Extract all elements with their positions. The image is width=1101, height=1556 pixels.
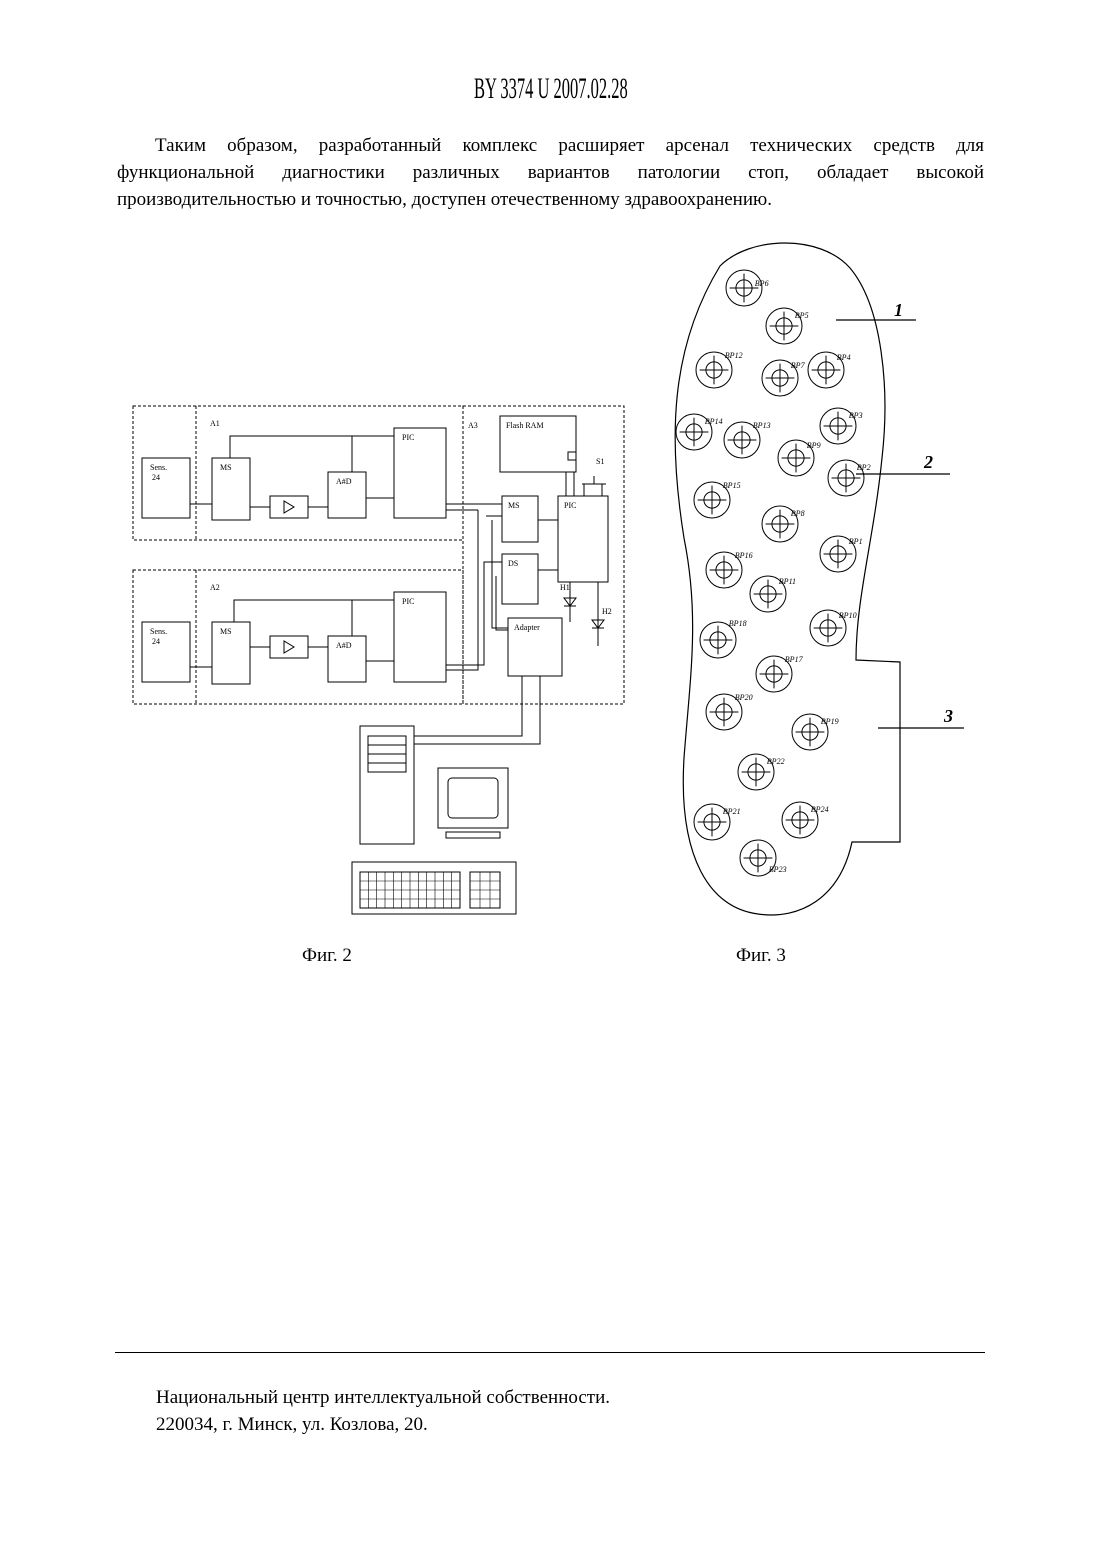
sensor-bp20: BP20 xyxy=(706,693,753,730)
sensor-bp12: BP12 xyxy=(696,351,743,388)
figure-3-insole: 1 2 3 BP6BP5BP12BP7 BP4BP14 BP13BP9 BP3BP2B… xyxy=(660,238,970,920)
sensor-label: BP23 xyxy=(769,865,787,874)
sensor-bp5: BP5 xyxy=(766,308,809,344)
sensor-bp3: BP3 xyxy=(820,408,863,444)
ms2-label: MS xyxy=(220,627,232,636)
sensor-bp22: BP22 xyxy=(738,754,785,790)
figure-2-caption: Фиг. 2 xyxy=(302,945,352,967)
sensor-label: BP24 xyxy=(811,805,829,814)
sensor-label: BP15 xyxy=(723,481,741,490)
sensor-label: BP6 xyxy=(755,279,769,288)
sensor-label: BP19 xyxy=(821,717,839,726)
footer-divider xyxy=(115,1352,985,1353)
sens1-label-2: 24 xyxy=(152,473,160,482)
sensor-bp11: BP11 xyxy=(750,576,796,612)
figure-2-block-diagram: A1 A2 A3 Sens. 24 Sens. 24 MS MS A#D A#D… xyxy=(130,400,630,925)
sensor-label: BP4 xyxy=(837,353,851,362)
sensor-label: BP14 xyxy=(705,417,723,426)
sensor-bp9: BP9 xyxy=(778,440,821,476)
sensor-label: BP22 xyxy=(767,757,785,766)
sensor-bp13: BP13 xyxy=(724,421,771,458)
ms3-label: MS xyxy=(508,501,520,510)
sensor-label: BP2 xyxy=(857,463,871,472)
sensor-bp6: BP6 xyxy=(726,270,769,306)
sensor-bp2: BP2 xyxy=(828,460,871,496)
a2-label: A2 xyxy=(210,583,220,592)
pic3-label: PIC xyxy=(564,501,576,510)
callout-3: 3 xyxy=(943,706,953,726)
sensor-label: BP20 xyxy=(735,693,753,702)
sensor-label: BP5 xyxy=(795,311,809,320)
sensor-label: BP16 xyxy=(735,551,753,560)
ad1-label: A#D xyxy=(336,477,352,486)
pic2-label: PIC xyxy=(402,597,414,606)
sensor-label: BP7 xyxy=(791,361,806,370)
sensor-bp1: BP1 xyxy=(820,536,863,572)
sensor-bp18: BP18 xyxy=(700,619,747,658)
sensor-bp10: BP10 xyxy=(810,610,857,646)
sensor-bp19: BP19 xyxy=(792,714,839,750)
sensor-label: BP9 xyxy=(807,441,821,450)
sensor-bp14: BP14 xyxy=(676,414,723,450)
a3-label: A3 xyxy=(468,421,478,430)
sensor-bp8: BP8 xyxy=(762,506,805,542)
pic1-label: PIC xyxy=(402,433,414,442)
sensor-label: BP10 xyxy=(839,611,857,620)
sens2-label-1: Sens. xyxy=(150,627,167,636)
ms1-label: MS xyxy=(220,463,232,472)
sensor-bp17: BP17 xyxy=(756,655,804,692)
sensor-bp16: BP16 xyxy=(706,551,753,588)
sensor-bp15: BP15 xyxy=(694,481,741,518)
adapter-label: Adapter xyxy=(514,623,540,632)
callout-2: 2 xyxy=(923,452,933,472)
sensor-label: BP1 xyxy=(849,537,863,546)
h2-label: H2 xyxy=(602,607,612,616)
footer-line-1: Национальный центр интеллектуальной собс… xyxy=(156,1384,610,1411)
sensor-label: BP18 xyxy=(729,619,747,628)
sensor-bp24: BP24 xyxy=(782,802,829,838)
header-text: BY 3374 U 2007.02.28 xyxy=(474,72,628,106)
sens1-label-1: Sens. xyxy=(150,463,167,472)
sensor-bp7: BP7 xyxy=(762,360,806,396)
sensor-label: BP21 xyxy=(723,807,741,816)
sensor-label: BP12 xyxy=(725,351,743,360)
ad2-label: A#D xyxy=(336,641,352,650)
sensor-label: BP8 xyxy=(791,509,805,518)
sens2-label-2: 24 xyxy=(152,637,160,646)
sensor-bp4: BP4 xyxy=(808,352,851,388)
sensor-label: BP11 xyxy=(779,577,796,586)
sensor-label: BP13 xyxy=(753,421,771,430)
figure-3-caption: Фиг. 3 xyxy=(736,945,786,967)
sensor-label: BP17 xyxy=(785,655,804,664)
sensor-label: BP3 xyxy=(849,411,863,420)
footer: Национальный центр интеллектуальной собс… xyxy=(156,1384,610,1438)
sensor-bp23: BP23 xyxy=(740,840,787,876)
body-paragraph: Таким образом, разработанный комплекс ра… xyxy=(117,132,984,213)
callout-1: 1 xyxy=(894,300,903,320)
flash-label: Flash RAM xyxy=(506,421,544,430)
footer-line-2: 220034, г. Минск, ул. Козлова, 20. xyxy=(156,1411,610,1438)
h1-label: H1 xyxy=(560,583,570,592)
s1-label: S1 xyxy=(596,457,604,466)
document-header: BY 3374 U 2007.02.28 xyxy=(0,72,1101,106)
ds-label: DS xyxy=(508,559,518,568)
sensor-bp21: BP21 xyxy=(694,804,741,840)
a1-label: A1 xyxy=(210,419,220,428)
